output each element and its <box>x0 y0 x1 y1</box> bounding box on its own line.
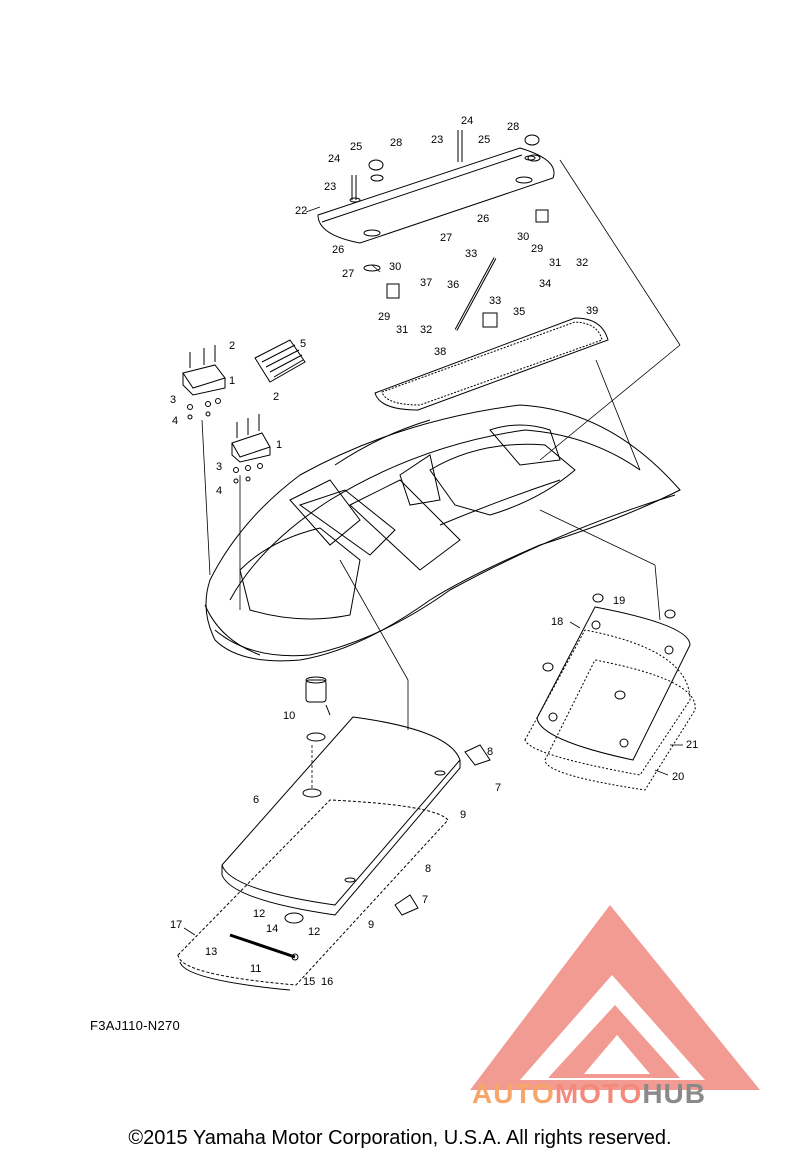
non-slip-mat <box>254 339 306 383</box>
callout-7: 7 <box>422 894 428 906</box>
callout-6: 6 <box>253 794 259 806</box>
callout-28: 28 <box>507 121 519 133</box>
callout-30: 30 <box>389 261 401 273</box>
callout-21: 21 <box>686 739 698 751</box>
callout-23: 23 <box>324 181 336 193</box>
cleat-assembly-upper <box>182 345 226 420</box>
watermark-moto: MOTO <box>554 1078 643 1109</box>
callout-4: 4 <box>216 485 222 497</box>
callout-27: 27 <box>342 268 354 280</box>
boat-hull <box>204 404 681 662</box>
callout-27: 27 <box>440 232 452 244</box>
callout-29: 29 <box>378 311 390 323</box>
callout-29: 29 <box>531 243 543 255</box>
top-cover-panel <box>317 147 555 244</box>
callout-8: 8 <box>425 863 431 875</box>
diagram-code: F3AJ110-N270 <box>90 1018 181 1033</box>
callout-9: 9 <box>368 919 374 931</box>
hardware-clusters <box>351 130 676 916</box>
callout-33: 33 <box>465 248 477 260</box>
callout-5: 5 <box>300 338 306 350</box>
callout-3: 3 <box>170 394 176 406</box>
watermark-logo <box>470 905 760 1090</box>
watermark-hub: HUB <box>642 1078 706 1109</box>
callout-26: 26 <box>477 213 489 225</box>
callout-35: 35 <box>513 306 525 318</box>
callout-labels: 1 1 2 2 3 3 4 4 5 6 7 7 8 8 9 9 10 11 12… <box>170 115 698 988</box>
callout-13: 13 <box>205 946 217 958</box>
watermark-text: AUTOMOTOHUB <box>472 1078 706 1110</box>
callout-39: 39 <box>586 305 598 317</box>
callout-24: 24 <box>461 115 473 127</box>
callout-14: 14 <box>266 923 278 935</box>
callout-32: 32 <box>576 257 588 269</box>
callout-20: 20 <box>672 771 684 783</box>
copyright-notice: ©2015 Yamaha Motor Corporation, U.S.A. A… <box>128 1127 672 1149</box>
callout-38: 38 <box>434 346 446 358</box>
callout-37: 37 <box>420 277 432 289</box>
watermark-auto: AUTO <box>472 1078 555 1109</box>
gas-strut <box>454 257 497 331</box>
callout-2: 2 <box>273 391 279 403</box>
callout-9: 9 <box>460 809 466 821</box>
callout-11: 11 <box>250 963 261 975</box>
callout-32: 32 <box>420 324 432 336</box>
callout-1: 1 <box>229 375 235 387</box>
callout-2: 2 <box>229 340 235 352</box>
hinge-pin <box>229 912 304 961</box>
callout-7: 7 <box>495 782 501 794</box>
callout-22: 22 <box>295 205 307 217</box>
callout-3: 3 <box>216 461 222 473</box>
callout-36: 36 <box>447 279 459 291</box>
callout-18: 18 <box>551 616 563 628</box>
callout-25: 25 <box>478 134 490 146</box>
callout-12: 12 <box>253 908 265 920</box>
callout-31: 31 <box>549 257 561 269</box>
callout-24: 24 <box>328 153 340 165</box>
callout-1: 1 <box>276 439 282 451</box>
callout-34: 34 <box>539 278 551 290</box>
callout-25: 25 <box>350 141 362 153</box>
storage-hatch-small <box>536 606 691 761</box>
callout-31: 31 <box>396 324 408 336</box>
hatch-gasket <box>524 629 696 791</box>
callout-28: 28 <box>390 137 402 149</box>
callout-17: 17 <box>170 919 182 931</box>
callout-23: 23 <box>431 134 443 146</box>
gasket-seal <box>374 317 609 411</box>
callout-12: 12 <box>308 926 320 938</box>
callout-16: 16 <box>321 976 333 988</box>
callout-30: 30 <box>517 231 529 243</box>
drain-plug <box>305 676 331 742</box>
callout-15: 15 <box>303 976 315 988</box>
callout-26: 26 <box>332 244 344 256</box>
callout-4: 4 <box>172 415 178 427</box>
callout-8: 8 <box>487 746 493 758</box>
leader-lines <box>183 159 683 936</box>
callout-33: 33 <box>489 295 501 307</box>
callout-19: 19 <box>613 595 625 607</box>
storage-hatch-large <box>221 716 461 916</box>
callout-10: 10 <box>283 710 295 722</box>
hatch-frame <box>177 799 449 991</box>
cleat-assembly-lower <box>231 414 271 484</box>
